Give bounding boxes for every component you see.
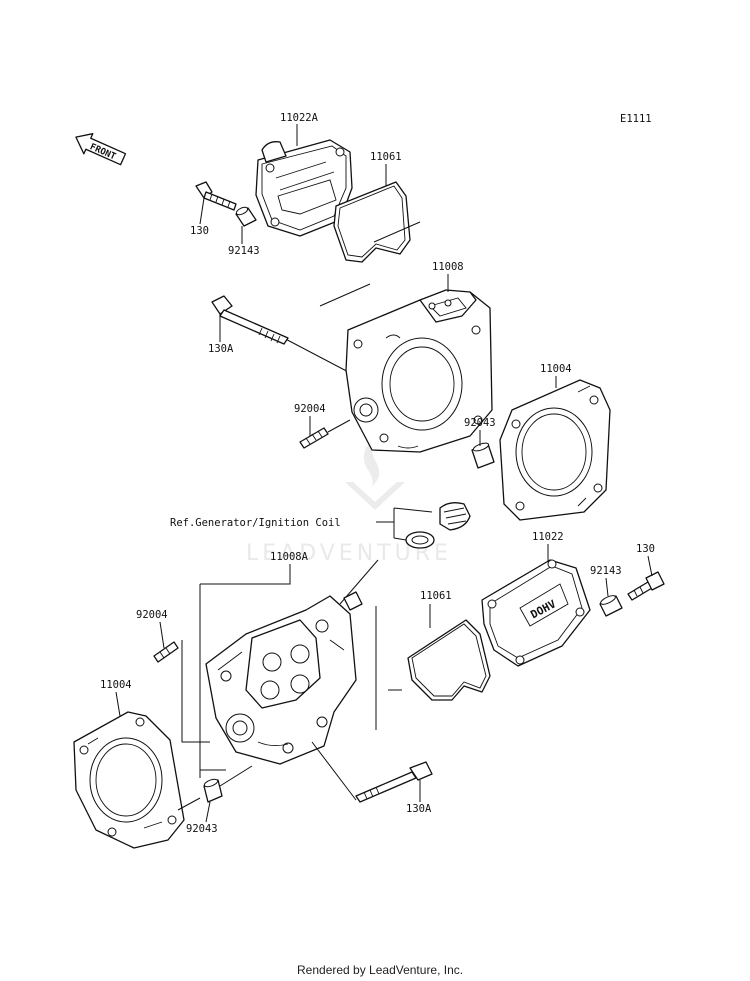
label-92043-top: 92043 xyxy=(464,417,496,429)
leader-gasket-left xyxy=(177,797,201,811)
label-130A-bottom: 130A xyxy=(406,803,432,815)
leader-dowel-bottom xyxy=(219,765,253,787)
cylinder-head-bottom xyxy=(205,591,363,765)
ref-generator-note: Ref.Generator/Ignition Coil xyxy=(170,517,341,529)
bolt-130-right xyxy=(627,571,665,601)
leader-92004-left xyxy=(181,640,210,743)
long-bolt-130A-top xyxy=(211,295,289,345)
cylinder-head-cover-top xyxy=(255,139,353,237)
label-11022A: 11022A xyxy=(280,112,319,124)
front-arrow-icon: FRONT xyxy=(75,133,127,166)
dowel-92043-bottom xyxy=(203,778,223,803)
footer-credit: Rendered by LeadVenture, Inc. xyxy=(297,963,463,977)
label-11061-bottom: 11061 xyxy=(420,590,452,602)
valve-cover-gasket-top xyxy=(333,181,411,263)
diagram-code: E1111 xyxy=(620,113,652,125)
label-130-top: 130 xyxy=(190,225,209,237)
label-11008A: 11008A xyxy=(270,551,309,563)
label-11004-left: 11004 xyxy=(100,679,132,691)
head-gasket-right xyxy=(499,379,611,521)
label-130-right: 130 xyxy=(636,543,655,555)
label-130A-top: 130A xyxy=(208,343,234,355)
head-gasket-left xyxy=(73,711,185,849)
label-92143-top: 92143 xyxy=(228,245,260,257)
label-11061-top: 11061 xyxy=(370,151,402,163)
leader-92004-top xyxy=(327,419,351,433)
label-11004-right: 11004 xyxy=(540,363,572,375)
leader-bracket-11008A xyxy=(199,564,377,778)
collar-92143-top xyxy=(235,206,257,227)
label-92004-top: 92004 xyxy=(294,403,326,415)
leader-ref-generator xyxy=(376,507,433,541)
leader-lines-top xyxy=(275,221,421,387)
collar-92143-right xyxy=(599,595,623,617)
dowel-92043-top xyxy=(471,442,495,469)
part-callouts: 11022A 11061 130 92143 11008 130A 11004 … xyxy=(100,112,655,835)
label-92004-left: 92004 xyxy=(136,609,168,621)
label-92043-bottom: 92043 xyxy=(186,823,218,835)
stud-92004-top xyxy=(299,427,329,449)
bolt-130-top xyxy=(195,181,237,211)
label-11008: 11008 xyxy=(432,261,464,273)
cylinder-head-top xyxy=(345,289,493,453)
long-bolt-130A-bottom xyxy=(355,761,433,803)
cylinder-head-cover-right: DOHV xyxy=(481,559,591,667)
label-92143-right: 92143 xyxy=(590,565,622,577)
leader-130A-bottom xyxy=(311,741,357,801)
valve-cover-gasket-bottom xyxy=(407,619,491,701)
label-11022: 11022 xyxy=(532,531,564,543)
stud-92004-left xyxy=(153,641,179,663)
